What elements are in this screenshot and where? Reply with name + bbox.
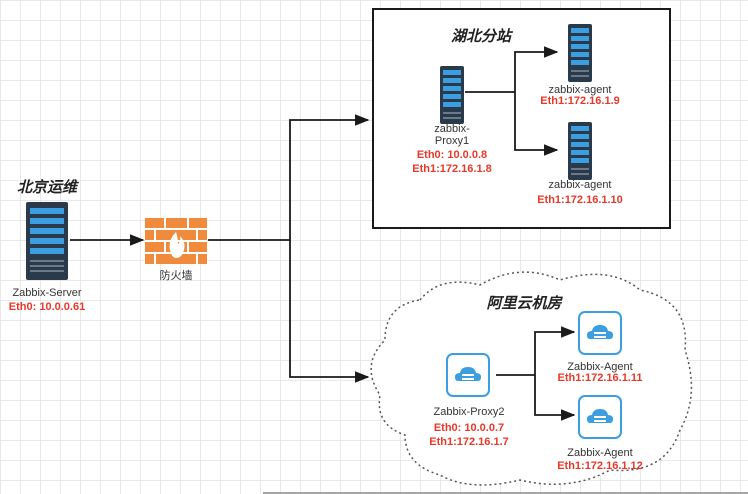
proxy1-to-agents-link: [465, 51, 557, 151]
proxy1-server-icon: [440, 66, 464, 124]
proxy2-label: Zabbix-Proxy2: [433, 406, 505, 418]
agent-label: Zabbix-Agent: [567, 447, 633, 459]
firewall-to-aliyun-link: [289, 240, 370, 383]
agent-ip: Eth1:172.16.1.11: [557, 372, 643, 384]
aliyun-title: 阿里云机房: [486, 295, 562, 312]
proxy2-ip1: Eth1:172.16.1.7: [429, 436, 509, 448]
hubei-title: 湖北分站: [450, 28, 512, 45]
agent-label: zabbix-agent: [548, 179, 612, 191]
connectors: [70, 46, 576, 421]
beijing-title: 北京运维: [16, 179, 78, 196]
proxy1-label-line2: Proxy1: [434, 135, 470, 147]
proxy2-cloud-server-icon: [446, 353, 490, 397]
agent-server-icon: [568, 122, 592, 180]
agent-ip: Eth1:172.16.1.9: [540, 95, 620, 107]
firewall-to-hubei-link: [208, 114, 370, 241]
agent-label: zabbix-agent: [548, 84, 612, 96]
agent-label: Zabbix-Agent: [567, 361, 633, 373]
server-label: Zabbix-Server: [12, 287, 82, 299]
firewall-icon: [145, 218, 207, 264]
proxy1-label-line1: zabbix-: [434, 123, 470, 135]
agent-ip: Eth1:172.16.1.12: [557, 460, 643, 472]
server-icon: [26, 202, 68, 280]
proxy2-ip0: Eth0: 10.0.0.7: [433, 422, 505, 434]
hubei-region-box: [372, 8, 671, 229]
agent-cloud-server-icon: [578, 311, 622, 355]
proxy2-to-agents-link: [496, 331, 574, 416]
agent-ip: Eth1:172.16.1.10: [537, 194, 623, 206]
server-ip: Eth0: 10.0.0.61: [8, 301, 86, 313]
proxy1-ip1: Eth1:172.16.1.8: [412, 163, 492, 175]
firewall-label: 防火墙: [159, 270, 193, 282]
agent-cloud-server-icon: [578, 395, 622, 439]
agent-server-icon: [568, 24, 592, 82]
proxy1-ip0: Eth0: 10.0.0.8: [416, 149, 488, 161]
